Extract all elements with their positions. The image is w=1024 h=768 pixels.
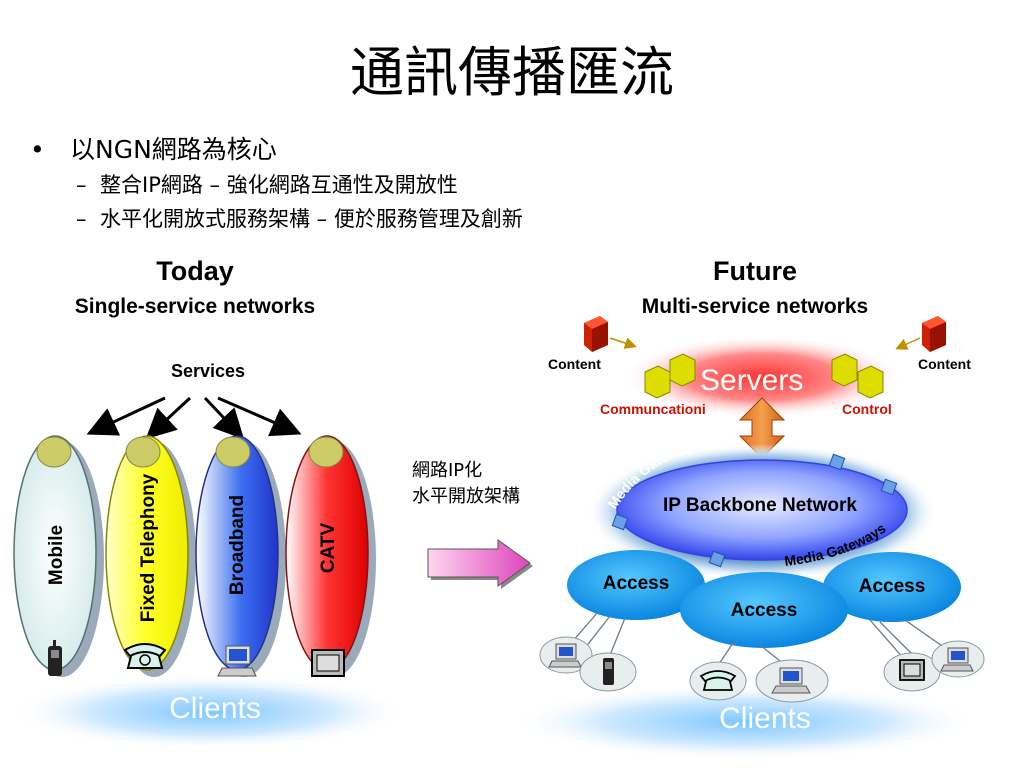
content-left-arrow bbox=[609, 337, 637, 349]
computer-icon bbox=[217, 645, 257, 677]
content-cube-icon bbox=[922, 316, 946, 352]
future-client-computer-3 bbox=[931, 640, 985, 678]
access-label-right: Access bbox=[858, 576, 926, 597]
future-subheading: Multi-service networks bbox=[641, 295, 869, 318]
communications-label: Communcationi bbox=[600, 401, 706, 417]
network-pill-mobile bbox=[13, 435, 104, 677]
tv-icon bbox=[311, 649, 345, 677]
services-label: Services bbox=[170, 361, 246, 381]
content-right-label: Content bbox=[918, 356, 971, 372]
future-clients-label: Clients bbox=[719, 702, 811, 735]
content-right-arrow bbox=[895, 337, 921, 350]
network-label-catv: CATV bbox=[318, 523, 339, 574]
network-pill-broadband bbox=[195, 435, 286, 677]
future-heading: Future bbox=[713, 256, 797, 286]
bullet-sub-1-text: 整合IP網路 – 強化網路互通性及開放性 bbox=[100, 173, 458, 197]
transition-line-1: 網路IP化 bbox=[412, 460, 483, 481]
bullet-list: •以NGN網路為核心 –整合IP網路 – 強化網路互通性及開放性 –水平化開放式… bbox=[30, 132, 523, 236]
page-title: 通訊傳播匯流 bbox=[350, 41, 674, 104]
bullet-sub-1: –整合IP網路 – 強化網路互通性及開放性 bbox=[76, 173, 458, 197]
access-cloud-right bbox=[823, 552, 961, 622]
bullet-sub-2: –水平化開放式服務架構 – 便於服務管理及創新 bbox=[76, 207, 523, 231]
today-clients-label: Clients bbox=[169, 692, 261, 725]
future-clients-glow bbox=[510, 684, 980, 760]
ip-backbone-label: IP Backbone Network bbox=[663, 495, 857, 516]
today-subheading: Single-service networks bbox=[74, 295, 316, 318]
future-client-mobile bbox=[579, 652, 637, 692]
services-arrows bbox=[86, 396, 302, 440]
ip-backbone-ellipse bbox=[616, 459, 908, 561]
future-client-computer-2 bbox=[755, 659, 829, 703]
server-cube-icon bbox=[644, 353, 696, 399]
network-pill-fixed-telephony bbox=[105, 435, 196, 677]
transition-text: 網路IP化 水平開放架構 bbox=[412, 458, 520, 510]
network-label-broadband: Broadband bbox=[227, 495, 248, 595]
control-label: Control bbox=[842, 401, 892, 417]
access-cloud-left bbox=[567, 550, 705, 620]
access-label-left: Access bbox=[602, 573, 670, 594]
network-label-fixed-telephony: Fixed Telephony bbox=[138, 473, 159, 622]
bullet-sub-2-text: 水平化開放式服務架構 – 便於服務管理及創新 bbox=[100, 207, 523, 231]
mobile-phone-icon bbox=[48, 640, 62, 676]
content-left-label: Content bbox=[548, 356, 601, 372]
content-cube-icon bbox=[584, 316, 608, 352]
bullet-main: •以NGN網路為核心 bbox=[30, 135, 277, 164]
server-cube-icon bbox=[831, 353, 884, 399]
bullet-main-text: 以NGN網路為核心 bbox=[70, 135, 277, 164]
servers-glow bbox=[622, 335, 902, 419]
future-client-computer-1 bbox=[539, 636, 593, 674]
future-client-tv bbox=[883, 652, 941, 692]
transition-arrow bbox=[427, 539, 533, 589]
telephone-icon bbox=[123, 643, 167, 669]
network-label-mobile: Mobile bbox=[46, 525, 67, 585]
network-pill-catv bbox=[285, 435, 376, 677]
today-heading: Today bbox=[156, 256, 234, 286]
gateway-cube-icons bbox=[611, 453, 898, 568]
future-client-telephone bbox=[689, 661, 747, 701]
transition-line-2: 水平開放架構 bbox=[412, 486, 520, 507]
access-cloud-center bbox=[680, 572, 848, 648]
servers-label: Servers bbox=[700, 364, 804, 397]
access-label-center: Access bbox=[730, 600, 798, 621]
today-clients-glow bbox=[10, 674, 410, 750]
